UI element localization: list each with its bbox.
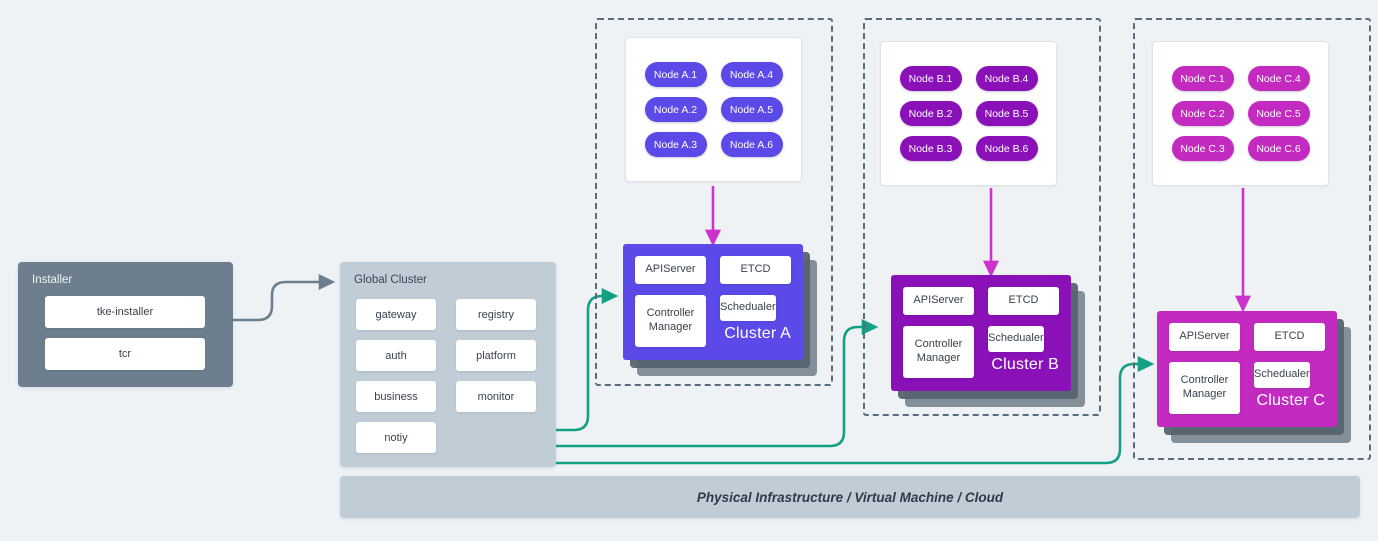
cluster-a-node-pool: Node A.1 Node A.4 Node A.2 Node A.5 Node… xyxy=(625,37,802,182)
node-pill[interactable]: Node B.2 xyxy=(899,101,962,126)
global-service-business[interactable]: business xyxy=(356,381,436,412)
node-pill[interactable]: Node A.4 xyxy=(720,62,783,87)
node-pill[interactable]: Node B.1 xyxy=(899,66,962,91)
cluster-a-scheduler[interactable]: Schedualer xyxy=(720,295,776,321)
node-pill[interactable]: Node C.3 xyxy=(1171,136,1234,161)
cluster-c-apiserver[interactable]: APIServer xyxy=(1169,323,1240,351)
cluster-b-control-plane: APIServer ETCD Controller Manager Schedu… xyxy=(891,275,1101,417)
node-pill[interactable]: Node A.6 xyxy=(720,132,783,157)
cluster-c-title: Cluster C xyxy=(1256,392,1325,409)
cluster-a-etcd[interactable]: ETCD xyxy=(720,256,791,284)
installer-item-tke-installer[interactable]: tke-installer xyxy=(45,296,205,328)
cluster-c-sched-cell: Schedualer Cluster C xyxy=(1254,362,1325,415)
node-pill[interactable]: Node A.5 xyxy=(720,97,783,122)
cluster-c-control-plane-card: APIServer ETCD Controller Manager Schedu… xyxy=(1157,311,1337,427)
cluster-a-apiserver[interactable]: APIServer xyxy=(635,256,706,284)
cluster-c-node-pool: Node C.1 Node C.4 Node C.2 Node C.5 Node… xyxy=(1152,41,1329,186)
cluster-c-control-plane: APIServer ETCD Controller Manager Schedu… xyxy=(1157,311,1367,453)
global-service-auth[interactable]: auth xyxy=(356,340,436,371)
cluster-b-scheduler[interactable]: Schedualer xyxy=(988,326,1044,352)
wire-installer-to-global xyxy=(231,273,336,322)
cluster-a-region xyxy=(595,18,833,386)
cluster-a-sched-cell: Schedualer Cluster A xyxy=(720,295,791,348)
cluster-b-node-pool: Node B.1 Node B.4 Node B.2 Node B.5 Node… xyxy=(880,41,1057,186)
node-pill[interactable]: Node A.1 xyxy=(644,62,707,87)
node-pill[interactable]: Node C.4 xyxy=(1247,66,1310,91)
node-pill[interactable]: Node B.4 xyxy=(975,66,1038,91)
node-pill[interactable]: Node B.6 xyxy=(975,136,1038,161)
node-pill[interactable]: Node C.6 xyxy=(1247,136,1310,161)
global-cluster-panel: Global Cluster gateway registry auth pla… xyxy=(340,262,556,467)
global-service-platform[interactable]: platform xyxy=(456,340,536,371)
node-pill[interactable]: Node A.3 xyxy=(644,132,707,157)
cluster-b-sched-cell: Schedualer Cluster B xyxy=(988,326,1059,379)
cluster-a-controller-manager[interactable]: Controller Manager xyxy=(635,295,706,347)
cluster-b-etcd[interactable]: ETCD xyxy=(988,287,1059,315)
cluster-c-region xyxy=(1133,18,1371,460)
cluster-b-control-plane-card: APIServer ETCD Controller Manager Schedu… xyxy=(891,275,1071,391)
cluster-a-control-plane: APIServer ETCD Controller Manager Schedu… xyxy=(623,244,833,386)
cluster-b-region xyxy=(863,18,1101,416)
node-pill[interactable]: Node C.5 xyxy=(1247,101,1310,126)
node-pill[interactable]: Node B.5 xyxy=(975,101,1038,126)
global-cluster-title: Global Cluster xyxy=(354,274,427,286)
cluster-b-title: Cluster B xyxy=(991,356,1059,373)
global-service-registry[interactable]: registry xyxy=(456,299,536,330)
cluster-c-scheduler[interactable]: Schedualer xyxy=(1254,362,1310,388)
installer-panel: Installer tke-installer tcr xyxy=(18,262,233,387)
node-pill[interactable]: Node C.1 xyxy=(1171,66,1234,91)
global-service-monitor[interactable]: monitor xyxy=(456,381,536,412)
cluster-b-controller-manager[interactable]: Controller Manager xyxy=(903,326,974,378)
cluster-c-controller-manager[interactable]: Controller Manager xyxy=(1169,362,1240,414)
installer-title: Installer xyxy=(32,274,73,286)
infrastructure-bar: Physical Infrastructure / Virtual Machin… xyxy=(340,476,1360,518)
cluster-a-title: Cluster A xyxy=(724,325,791,342)
global-service-notiy[interactable]: notiy xyxy=(356,422,436,453)
installer-item-tcr[interactable]: tcr xyxy=(45,338,205,370)
global-service-gateway[interactable]: gateway xyxy=(356,299,436,330)
node-pill[interactable]: Node B.3 xyxy=(899,136,962,161)
cluster-b-apiserver[interactable]: APIServer xyxy=(903,287,974,315)
node-pill[interactable]: Node A.2 xyxy=(644,97,707,122)
cluster-a-control-plane-card: APIServer ETCD Controller Manager Schedu… xyxy=(623,244,803,360)
cluster-c-etcd[interactable]: ETCD xyxy=(1254,323,1325,351)
node-pill[interactable]: Node C.2 xyxy=(1171,101,1234,126)
